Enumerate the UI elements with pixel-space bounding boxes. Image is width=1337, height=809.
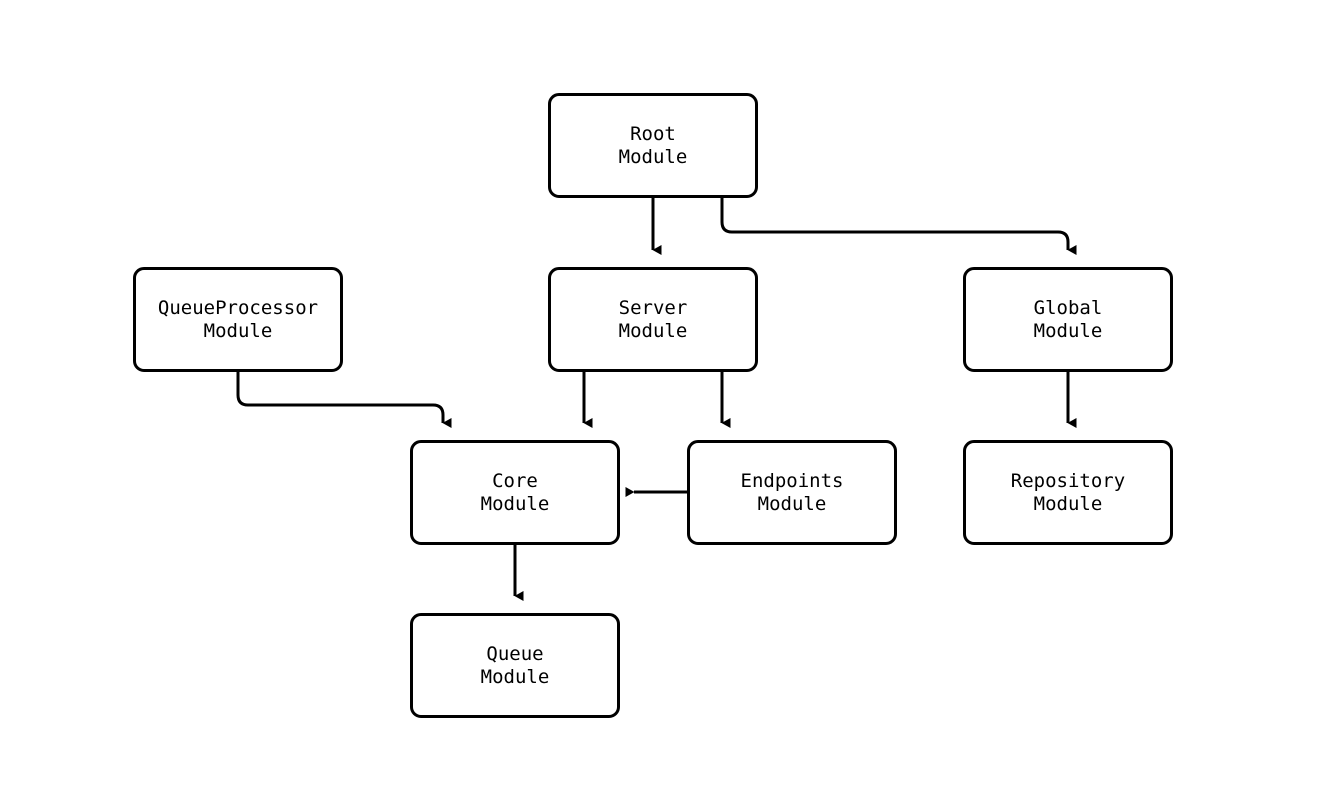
node-label-line-1: Global [1033,296,1103,319]
node-repository-module[interactable]: Repository Module [963,440,1173,545]
node-label-line-1: Endpoints [740,469,844,492]
node-core-module[interactable]: Core Module [410,440,620,545]
edge-queueprocessor-to-core [236,372,452,428]
node-endpoints-module[interactable]: Endpoints Module [687,440,897,545]
node-server-module[interactable]: Server Module [548,267,758,372]
node-label-line-2: Module [618,319,688,342]
node-label-line-1: Repository [1010,469,1126,492]
node-label-line-1: Server [618,296,688,319]
node-label-line-1: Core [492,469,538,492]
node-label-line-2: Module [1033,492,1103,515]
node-queue-module[interactable]: Queue Module [410,613,620,718]
node-global-module[interactable]: Global Module [963,267,1173,372]
node-label-line-1: Queue [486,642,544,665]
node-queueprocessor-module[interactable]: QueueProcessor Module [133,267,343,372]
node-label-line-2: Module [480,665,550,688]
node-root-module[interactable]: Root Module [548,93,758,198]
node-label-line-1: QueueProcessor [157,296,319,319]
node-label-line-2: Module [203,319,273,342]
node-label-line-2: Module [618,145,688,168]
node-label-line-2: Module [480,492,550,515]
node-label-line-2: Module [757,492,827,515]
node-label-line-2: Module [1033,319,1103,342]
node-label-line-1: Root [630,122,676,145]
edge-root-to-global [720,198,1077,255]
